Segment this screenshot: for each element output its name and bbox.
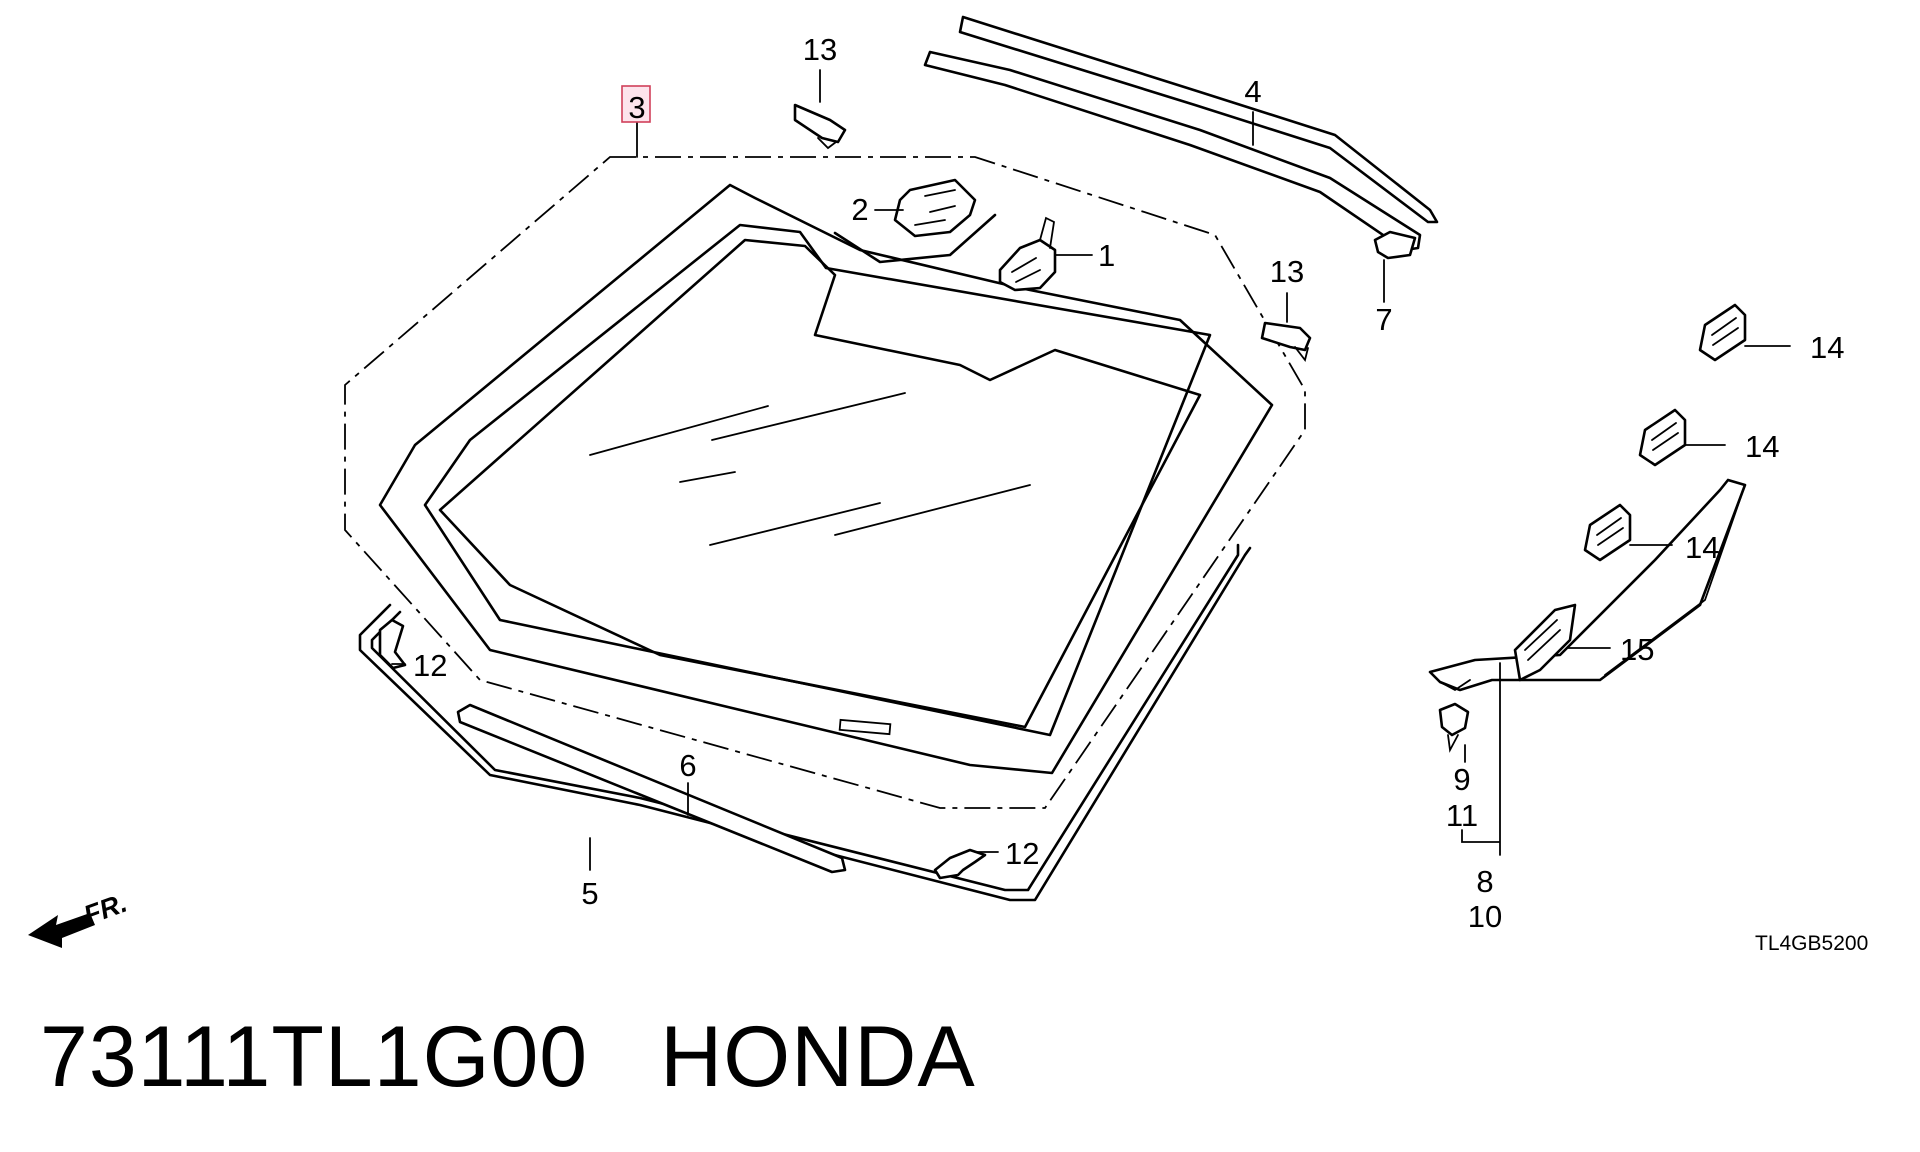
pillar-garnish (1428, 478, 1747, 692)
lower-molding-5 (358, 543, 1252, 902)
callout-13-right: 13 (1270, 254, 1304, 289)
callout-14-upper: 14 (1810, 330, 1844, 365)
callout-6: 6 (679, 748, 696, 783)
part-number: 73111TL1G00 (40, 1009, 589, 1105)
part-caption: 73111TL1G00 HONDA (40, 1008, 976, 1107)
callout-12-right: 12 (1005, 836, 1039, 871)
clip-12-right (933, 848, 987, 880)
clip-13-top (793, 103, 847, 150)
callout-8: 8 (1476, 864, 1493, 899)
front-direction-arrow-icon (28, 913, 95, 948)
camera-bracket (833, 178, 997, 264)
callout-9: 9 (1453, 762, 1470, 797)
end-cap-7 (1373, 230, 1417, 260)
clip-15 (1513, 603, 1577, 682)
callout-3-highlight (621, 85, 651, 123)
strip-6 (456, 703, 847, 874)
callout-10: 10 (1468, 899, 1502, 934)
callout-1: 1 (1098, 238, 1115, 273)
clip-9-11 (1438, 702, 1470, 753)
clip-12-left (378, 618, 407, 670)
brand-name: HONDA (660, 1009, 976, 1105)
callout-3: 3 (628, 90, 645, 125)
clip-14-lower (1583, 503, 1632, 562)
rain-sensor (998, 216, 1057, 292)
callout-12-left: 12 (413, 648, 447, 683)
windshield-glass (378, 183, 1274, 775)
callout-13-top: 13 (803, 32, 837, 67)
callout-4: 4 (1244, 74, 1261, 109)
clip-14-upper (1698, 303, 1747, 362)
callout-2: 2 (851, 192, 868, 227)
assembly-outline-3 (344, 156, 1306, 809)
callout-7: 7 (1375, 302, 1392, 337)
callout-11: 11 (1446, 798, 1478, 833)
figure-code: TL4GB5200 (1755, 932, 1868, 955)
callout-14-middle: 14 (1745, 429, 1779, 464)
roof-molding-4 (923, 15, 1439, 252)
clip-13-right (1260, 321, 1312, 363)
front-marker: FR. (80, 888, 131, 931)
callout-5: 5 (581, 876, 598, 911)
callout-14-lower: 14 (1685, 530, 1719, 565)
leader-lines (391, 69, 1791, 871)
clip-14-middle (1638, 408, 1687, 467)
callout-15: 15 (1620, 632, 1654, 667)
